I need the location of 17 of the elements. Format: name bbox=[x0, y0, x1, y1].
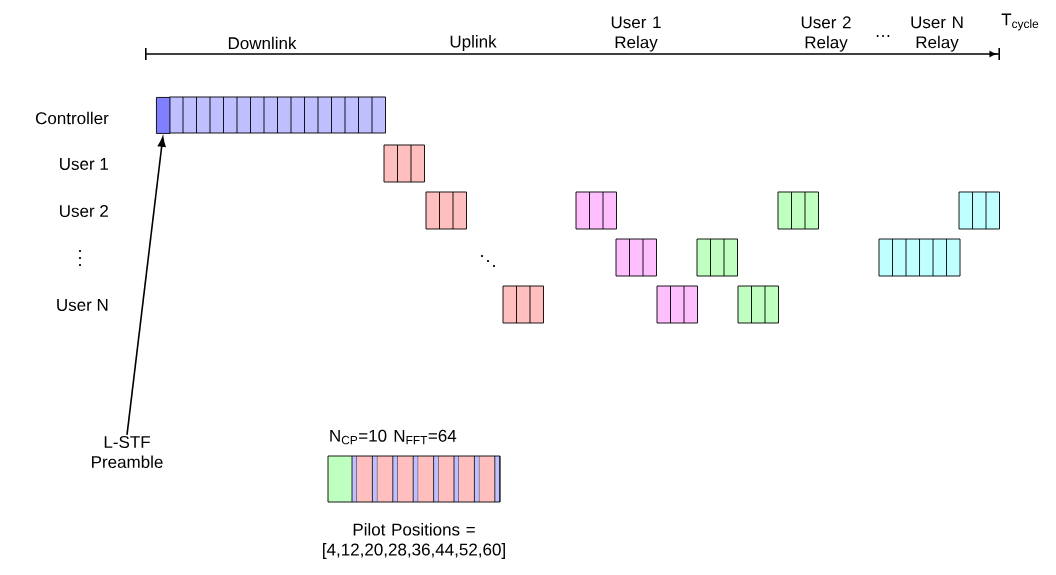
phase-label: Uplink bbox=[450, 35, 497, 51]
row-label: User N bbox=[57, 299, 108, 311]
row-label: User 1 bbox=[60, 158, 108, 170]
phase-label: User 1 Relay bbox=[611, 16, 661, 52]
parameter-label: N$_{FFT}$=64 bbox=[394, 429, 457, 445]
period-label: T$_{cycle}$ bbox=[1001, 13, 1039, 31]
parameter-label: N$_{CP}$=10 bbox=[330, 429, 387, 445]
phase-label: User 2 Relay bbox=[801, 16, 851, 52]
preamble-slot bbox=[156, 97, 171, 134]
ellipsis: … bbox=[876, 35, 890, 37]
row-label: User 2 bbox=[60, 205, 108, 218]
phase-label: Downlink bbox=[228, 36, 297, 50]
arrow bbox=[126, 136, 166, 436]
row-label: Controller bbox=[35, 111, 109, 125]
pilot-positions-note: Pilot Positions = [4,12,20,28,36,44,52,60] bbox=[323, 523, 505, 559]
preamble-label: L-STF Preamble bbox=[92, 436, 163, 469]
phase-label: User N Relay bbox=[911, 16, 963, 52]
